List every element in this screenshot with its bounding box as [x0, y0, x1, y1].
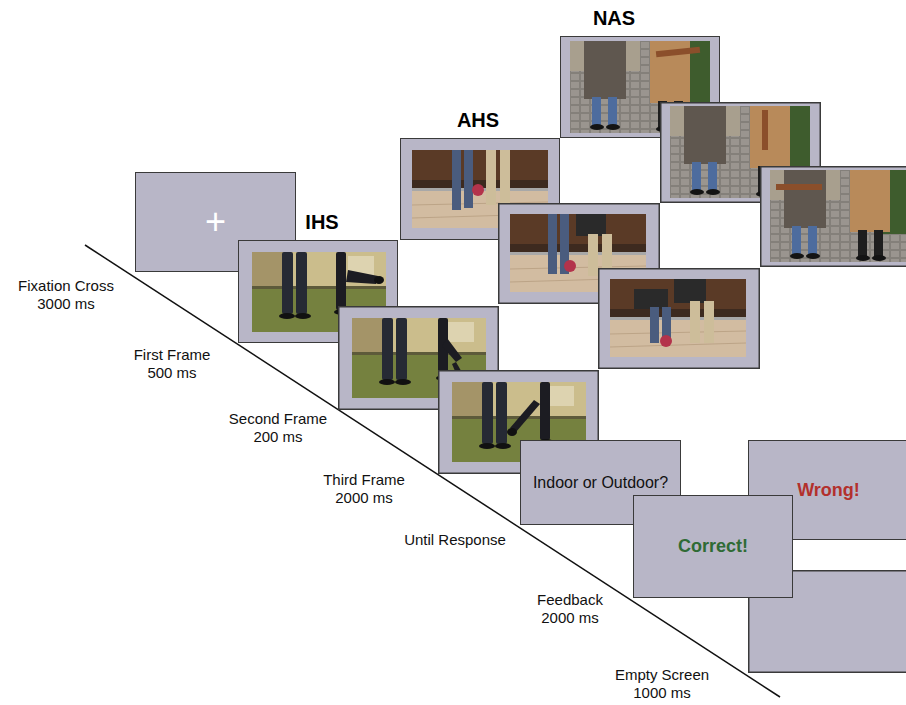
ahs-photo-part — [500, 150, 510, 208]
ahs-photo-part — [452, 150, 473, 210]
timeline-label: Third Frame 2000 ms — [314, 471, 414, 507]
stimulus-frame-part — [761, 167, 906, 267]
ahs-photo-part — [548, 214, 557, 274]
stimulus-frame-part — [599, 269, 760, 369]
ahs-photo-part — [472, 184, 484, 196]
stimulus-frame — [598, 268, 760, 369]
ihs-photo-part — [346, 270, 378, 284]
ahs-photo-part — [690, 301, 714, 343]
ahs-photo-part — [650, 307, 659, 343]
ahs-photo — [610, 279, 746, 357]
nas-photo-part — [776, 184, 822, 190]
ihs-photo-part — [507, 428, 517, 436]
timeline-label: Second Frame 200 ms — [222, 410, 334, 446]
feedback-screen: Correct! — [633, 495, 793, 598]
ahs-photo-part — [486, 150, 510, 208]
stimulus-frame — [760, 166, 906, 267]
nas-photo-part — [762, 110, 768, 150]
ahs-photo-part — [610, 279, 746, 357]
ahs-photo-part — [634, 289, 668, 309]
ihs-photo-part — [540, 382, 550, 440]
fixation-cross: + — [205, 204, 226, 240]
ahs-photo-part — [674, 279, 706, 303]
ihs-photo-part — [442, 338, 462, 362]
timeline-label: Empty Screen 1000 ms — [606, 666, 718, 702]
ahs-photo-part — [452, 150, 461, 210]
timeline-label: Until Response — [395, 531, 515, 549]
ahs-photo-part — [588, 234, 598, 276]
ahs-photo-part — [690, 301, 700, 343]
condition-heading: AHS — [399, 108, 557, 132]
timeline-label: First Frame 500 ms — [126, 346, 218, 382]
nas-photo-part — [656, 47, 700, 58]
nas-photo — [770, 170, 906, 262]
feedback-text: Correct! — [678, 536, 748, 557]
question-text: Indoor or Outdoor? — [533, 474, 668, 492]
condition-heading: IHS — [243, 210, 401, 234]
timeline-line — [85, 245, 780, 697]
ihs-photo-part — [374, 276, 384, 284]
ahs-photo-part — [486, 150, 496, 205]
feedback-text: Wrong! — [797, 480, 860, 501]
ahs-photo-part — [660, 335, 672, 347]
nas-photo-part — [770, 170, 906, 262]
timeline-label: Fixation Cross 3000 ms — [7, 277, 125, 313]
ahs-photo-part — [564, 260, 576, 272]
ahs-photo-part — [704, 301, 714, 343]
ihs-photo-part — [336, 252, 346, 310]
ahs-photo-part — [576, 214, 606, 236]
condition-heading: NAS — [535, 6, 693, 30]
timeline-label: Feedback 2000 ms — [527, 591, 613, 627]
ahs-photo-part — [464, 150, 473, 208]
ihs-photo-part — [510, 400, 540, 432]
